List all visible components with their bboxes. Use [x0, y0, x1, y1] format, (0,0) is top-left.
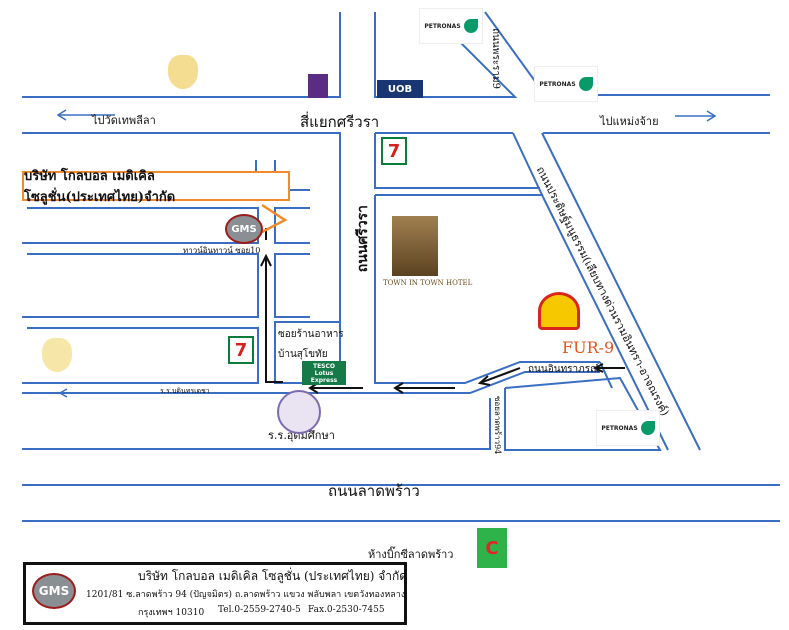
label-udom-suksa-school: ร.ร.อุดมศึกษา — [268, 429, 335, 442]
school-seal-icon — [277, 390, 321, 434]
label-rama9-road: ถนนพระราม9 — [490, 28, 501, 90]
big-c-logo: C — [477, 528, 507, 568]
fur9-logo: FUR-9 — [562, 338, 615, 357]
petronas-logo: PETRONAS — [419, 8, 483, 44]
petronas-logo: PETRONAS — [596, 410, 660, 446]
label-sriwara-road: ถนนศรีวรา — [355, 205, 371, 273]
label-town-in-town-soi10: ทาวน์อินทาวน์ ซอย10 — [183, 246, 261, 255]
footer-company-name: บริษัท โกลบอล เมดิเคิล โซลูชั่น (ประเทศไ… — [138, 569, 408, 583]
school-crest-icon — [42, 338, 72, 372]
label-big-c: ห้างบิ๊กซีลาดพร้าว — [368, 548, 454, 561]
footer-tel: Tel.0-2559-2740-5 — [218, 605, 301, 615]
university-crest-icon — [168, 55, 198, 89]
petronas-logo: PETRONAS — [534, 66, 598, 102]
scb-bank-logo — [308, 74, 328, 98]
shell-logo — [538, 292, 580, 330]
label-hotel: TOWN IN TOWN HOTEL — [383, 279, 473, 287]
label-to-wat-thep-lila: ไปวัดเทพลีลา — [92, 114, 156, 127]
company-location-label: บริษัท โกลบอล เมดิเคิล โซลูชั่น(ประเทศไท… — [22, 169, 290, 205]
gms-logo: GMS — [32, 573, 76, 609]
footer-address: 1201/81 ซ.ลาดพร้าว 94 (ปัญจมิตร) ถ.ลาดพร… — [86, 590, 406, 600]
label-si-yaek-sriwara: สี่แยกศรีวรา — [300, 113, 380, 131]
hotel-building-icon — [392, 216, 438, 276]
label-bodindecha-school: ร.ร.บดินทรเดชา — [160, 387, 210, 395]
footer-city: กรุงเทพฯ 10310 — [138, 608, 205, 618]
footer-fax: Fax.0-2530-7455 — [308, 605, 385, 615]
label-restaurant-name: บ้านสุโขทัย — [278, 349, 328, 360]
seven-eleven-logo: 7 — [381, 137, 407, 165]
company-info-box: GMS บริษัท โกลบอล เมดิเคิล โซลูชั่น (ประ… — [23, 562, 407, 625]
label-lat-phrao-94: ซอยลาดพร้าว94 — [493, 396, 502, 455]
uob-logo: UOB — [377, 80, 423, 98]
label-to-maeng-chai: ไปแหม่งจ้าย — [600, 115, 659, 128]
label-intharaporn-road: ถนนอินทราภรณ์ — [528, 364, 600, 375]
seven-eleven-logo: 7 — [228, 336, 254, 364]
label-restaurant-soi: ซอยร้านอาหาร — [278, 329, 344, 340]
label-lat-phrao-road: ถนนลาดพร้าว — [328, 482, 420, 500]
gms-logo: GMS — [225, 214, 263, 244]
